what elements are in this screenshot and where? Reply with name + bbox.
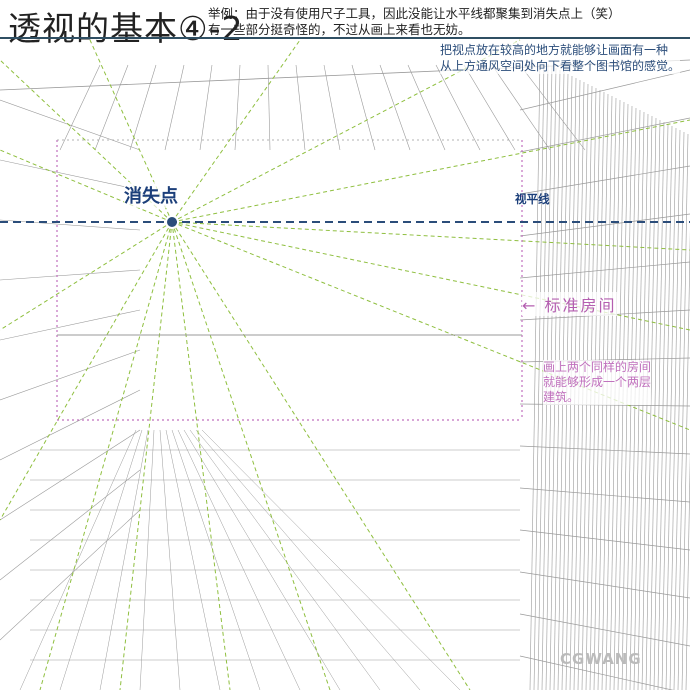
floor-line — [59, 429, 143, 690]
perspective-guide-line — [171, 221, 331, 690]
bookshelf-line — [661, 125, 673, 690]
ceiling-beam — [323, 64, 341, 151]
floor-line — [201, 429, 461, 690]
perspective-guide-line — [171, 39, 521, 223]
shelf-line — [0, 429, 141, 521]
floor-line — [165, 429, 221, 690]
header-note-line: 举例：由于没有使用尺子工具，因此没能让水平线都聚集到消失点上（笑） — [208, 6, 621, 21]
shelf-line — [519, 529, 690, 551]
ceiling-beam — [129, 64, 157, 151]
two-rooms-note: 画上两个同样的房间 就能够形成一个两层 建筑。 — [543, 360, 652, 405]
two-rooms-note-line: 就能够形成一个两层 — [543, 375, 652, 389]
bookshelf-line — [677, 133, 689, 690]
ceiling-beam — [267, 64, 271, 151]
perspective-guide-line — [89, 39, 173, 223]
shelf-line — [0, 219, 141, 231]
horizon-line-label: 视平线 — [515, 192, 550, 206]
shelf-line — [519, 655, 674, 690]
ceiling-beam — [234, 64, 241, 151]
shelf-line — [519, 445, 690, 455]
shelf-line — [519, 571, 690, 599]
ceiling-beam — [295, 64, 306, 151]
shelf-line — [519, 613, 690, 647]
perspective-guide-line — [0, 221, 173, 331]
two-rooms-note-line: 画上两个同样的房间 — [543, 360, 652, 374]
floor-line — [177, 429, 301, 690]
bookshelf-line — [649, 119, 661, 690]
bookshelf-line — [529, 59, 541, 690]
ceiling-beam — [94, 64, 129, 151]
shelf-line — [0, 469, 141, 581]
viewpoint-note-line: 把视点放在较高的地方就能够让画面有一种 — [439, 43, 668, 57]
shelf-line — [519, 117, 690, 153]
bookshelf-line — [681, 230, 690, 690]
ceiling-beam — [519, 64, 586, 151]
perspective-guide-line — [171, 221, 690, 251]
bookshelf-line — [653, 121, 665, 690]
viewpoint-note-line: 从上方通风空间处向下看整个图书馆的感觉。 — [439, 59, 680, 73]
floor-line — [171, 429, 261, 690]
cgwang-watermark: CGWANG — [560, 650, 642, 668]
shelf-line — [0, 349, 141, 401]
viewpoint-note: 把视点放在较高的地方就能够让画面有一种 从上方通风空间处向下看整个图书馆的感觉。 — [439, 42, 680, 74]
shelf-line — [519, 487, 690, 503]
shelf-line — [0, 99, 141, 151]
header-divider — [0, 37, 690, 39]
floor-line — [159, 429, 181, 690]
bookshelf-line — [533, 61, 545, 690]
ceiling-beam — [59, 64, 101, 151]
vanishing-point-marker — [167, 217, 177, 227]
floor-line — [183, 429, 341, 690]
bookshelf-line — [665, 127, 677, 690]
ceiling-beam — [351, 64, 376, 151]
ceiling-beam — [199, 64, 213, 151]
shelf-line — [0, 509, 141, 641]
shelf-line — [519, 69, 690, 111]
ceiling-beam — [379, 64, 411, 151]
ceiling-beam — [463, 64, 516, 151]
page-title: 透视的基本④-2 — [8, 9, 244, 48]
bookshelf-line — [685, 452, 690, 690]
shelf-line — [519, 261, 690, 279]
vanishing-point-label: 消失点 — [124, 182, 178, 208]
shelf-line — [0, 269, 141, 281]
perspective-guide-line — [0, 221, 173, 521]
shelf-line — [0, 159, 141, 191]
perspective-guide-line — [171, 119, 690, 223]
ceiling-beam — [491, 64, 551, 151]
ceiling-beam — [407, 64, 446, 151]
header-note: 举例：由于没有使用尺子工具，因此没能让水平线都聚集到消失点上（笑） 有一些部分挺… — [208, 6, 621, 38]
floor-line — [19, 429, 137, 690]
two-rooms-note-line: 建筑。 — [543, 390, 580, 404]
shelf-line — [0, 309, 141, 341]
perspective-guide-line — [0, 59, 173, 223]
floor-line — [139, 429, 155, 690]
standard-room-label: ← 标准房间 — [522, 292, 617, 316]
bookshelf-line — [657, 123, 669, 690]
shelf-line — [519, 213, 690, 237]
perspective-guide-line — [0, 149, 173, 223]
perspective-guide-line — [119, 221, 173, 690]
bookshelf-line — [673, 131, 685, 690]
perspective-guide-line — [171, 221, 231, 690]
bookshelf-line — [669, 129, 681, 690]
floor-line — [195, 429, 421, 690]
perspective-guide-line — [171, 39, 301, 223]
header-note-line: 有一些部分挺奇怪的，不过从画上来看也无妨。 — [208, 22, 471, 37]
floor-line — [99, 429, 149, 690]
perspective-guide-line — [171, 221, 471, 690]
ceiling-beam — [435, 64, 481, 151]
ceiling-beam — [164, 64, 185, 151]
shelf-line — [519, 165, 690, 195]
floor-line — [189, 429, 381, 690]
perspective-guide-line — [39, 221, 173, 690]
shelf-line — [0, 389, 141, 461]
